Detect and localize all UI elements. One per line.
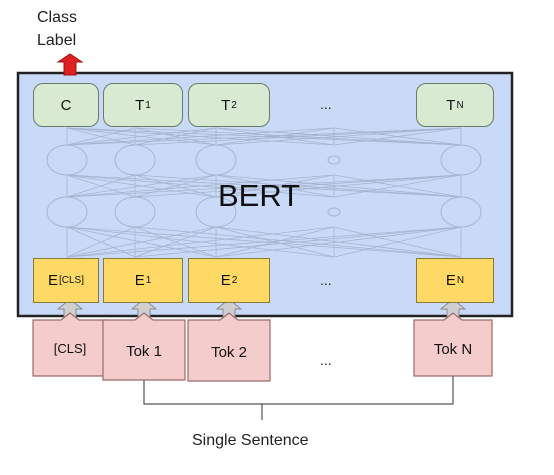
network-node bbox=[195, 144, 237, 176]
network-edge bbox=[134, 127, 462, 146]
network-edge bbox=[215, 226, 335, 258]
network-node bbox=[327, 155, 341, 165]
network-node bbox=[195, 196, 237, 228]
network-edge bbox=[66, 127, 335, 146]
hidden-network bbox=[46, 127, 482, 258]
network-edge bbox=[215, 226, 462, 258]
network-edge bbox=[66, 127, 462, 146]
token-shape-tok2 bbox=[187, 312, 271, 382]
network-edge bbox=[66, 174, 136, 198]
network-node bbox=[440, 144, 482, 176]
network-edge bbox=[134, 174, 217, 198]
network-node bbox=[327, 207, 341, 217]
output-box-c: C bbox=[33, 83, 99, 127]
network-edge bbox=[134, 174, 462, 198]
network-edge bbox=[134, 226, 217, 258]
network-edge bbox=[66, 226, 136, 258]
class-label-arrow bbox=[56, 53, 84, 76]
token-shape-tok1 bbox=[102, 312, 186, 381]
token-ellipsis: ... bbox=[320, 352, 332, 368]
network-edge bbox=[215, 127, 462, 146]
network-edge bbox=[66, 127, 136, 146]
network-edge bbox=[333, 226, 462, 258]
network-edge bbox=[66, 127, 217, 146]
network-node bbox=[46, 144, 88, 176]
network-node bbox=[114, 144, 156, 176]
network-node bbox=[440, 196, 482, 228]
output-ellipsis: ... bbox=[320, 96, 332, 112]
network-edge bbox=[66, 174, 217, 198]
network-edge bbox=[66, 226, 335, 258]
token-shapes bbox=[32, 312, 493, 382]
sentence-bracket bbox=[143, 376, 454, 420]
network-edge bbox=[66, 174, 335, 198]
network-edge bbox=[66, 226, 217, 258]
token-label-tok2: Tok 2 bbox=[211, 343, 247, 361]
network-edge bbox=[134, 127, 217, 146]
token-label-cls: [CLS] bbox=[53, 340, 87, 356]
network-edge bbox=[333, 174, 462, 198]
class-label-line2: Label bbox=[37, 32, 77, 49]
network-edge bbox=[215, 174, 335, 198]
input-label: Single Sentence bbox=[192, 432, 309, 449]
embedding-ellipsis: ... bbox=[320, 272, 332, 288]
network-node bbox=[46, 196, 88, 228]
input-arrows bbox=[56, 298, 467, 321]
embedding-box-cls: E[CLS] bbox=[33, 258, 99, 303]
network-edge bbox=[215, 127, 335, 146]
class-label-line1: Class bbox=[37, 9, 78, 26]
network-edge bbox=[66, 174, 462, 198]
token-label-tok1: Tok 1 bbox=[126, 342, 162, 360]
model-title: BERT bbox=[218, 178, 301, 213]
network-edge bbox=[215, 174, 462, 198]
network-edge bbox=[66, 226, 462, 258]
token-label-tokn: Tok N bbox=[433, 340, 473, 358]
network-edge bbox=[134, 226, 462, 258]
token-shape-tokn bbox=[413, 312, 493, 377]
network-edge bbox=[333, 127, 462, 146]
network-node bbox=[114, 196, 156, 228]
token-shape-cls bbox=[32, 312, 108, 377]
